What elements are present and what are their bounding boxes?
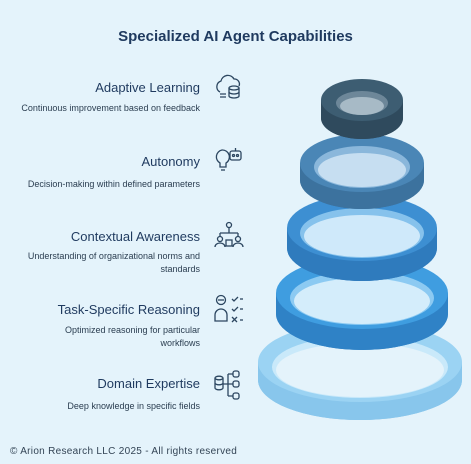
ring-adaptive-learning xyxy=(321,79,403,139)
level-description: Optimized reasoning for particular workf… xyxy=(64,325,200,348)
level-adaptive-learning: Adaptive Learning Continuous improvement… xyxy=(10,80,200,130)
level-description: Understanding of organizational norms an… xyxy=(27,251,200,274)
database-hierarchy-icon xyxy=(212,368,246,405)
person-checklist-icon xyxy=(212,293,246,332)
level-domain-expertise: Domain Expertise Deep knowledge in speci… xyxy=(10,376,200,416)
ring-autonomy xyxy=(300,134,424,209)
level-title: Contextual Awareness xyxy=(70,229,200,244)
level-title: Task-Specific Reasoning xyxy=(57,302,200,317)
cloud-database-icon xyxy=(212,72,246,109)
level-title: Domain Expertise xyxy=(97,376,200,391)
level-autonomy: Autonomy Decision-making within defined … xyxy=(10,154,200,194)
org-chart-people-icon xyxy=(212,220,246,257)
level-title: Adaptive Learning xyxy=(95,80,200,95)
level-description: Decision-making within defined parameter… xyxy=(27,179,200,189)
copyright-footer: © Arion Research LLC 2025 - All rights r… xyxy=(10,446,238,457)
lightbulb-robot-icon xyxy=(212,146,246,181)
level-title: Autonomy xyxy=(141,154,200,169)
level-contextual-awareness: Contextual Awareness Understanding of or… xyxy=(10,229,200,279)
diagram-title: Specialized AI Agent Capabilities xyxy=(118,28,353,45)
level-task-specific-reasoning: Task-Specific Reasoning Optimized reason… xyxy=(10,302,200,352)
level-description: Continuous improvement based on feedback xyxy=(21,103,200,113)
ring-contextual-awareness xyxy=(287,195,437,281)
level-description: Deep knowledge in specific fields xyxy=(67,401,200,411)
